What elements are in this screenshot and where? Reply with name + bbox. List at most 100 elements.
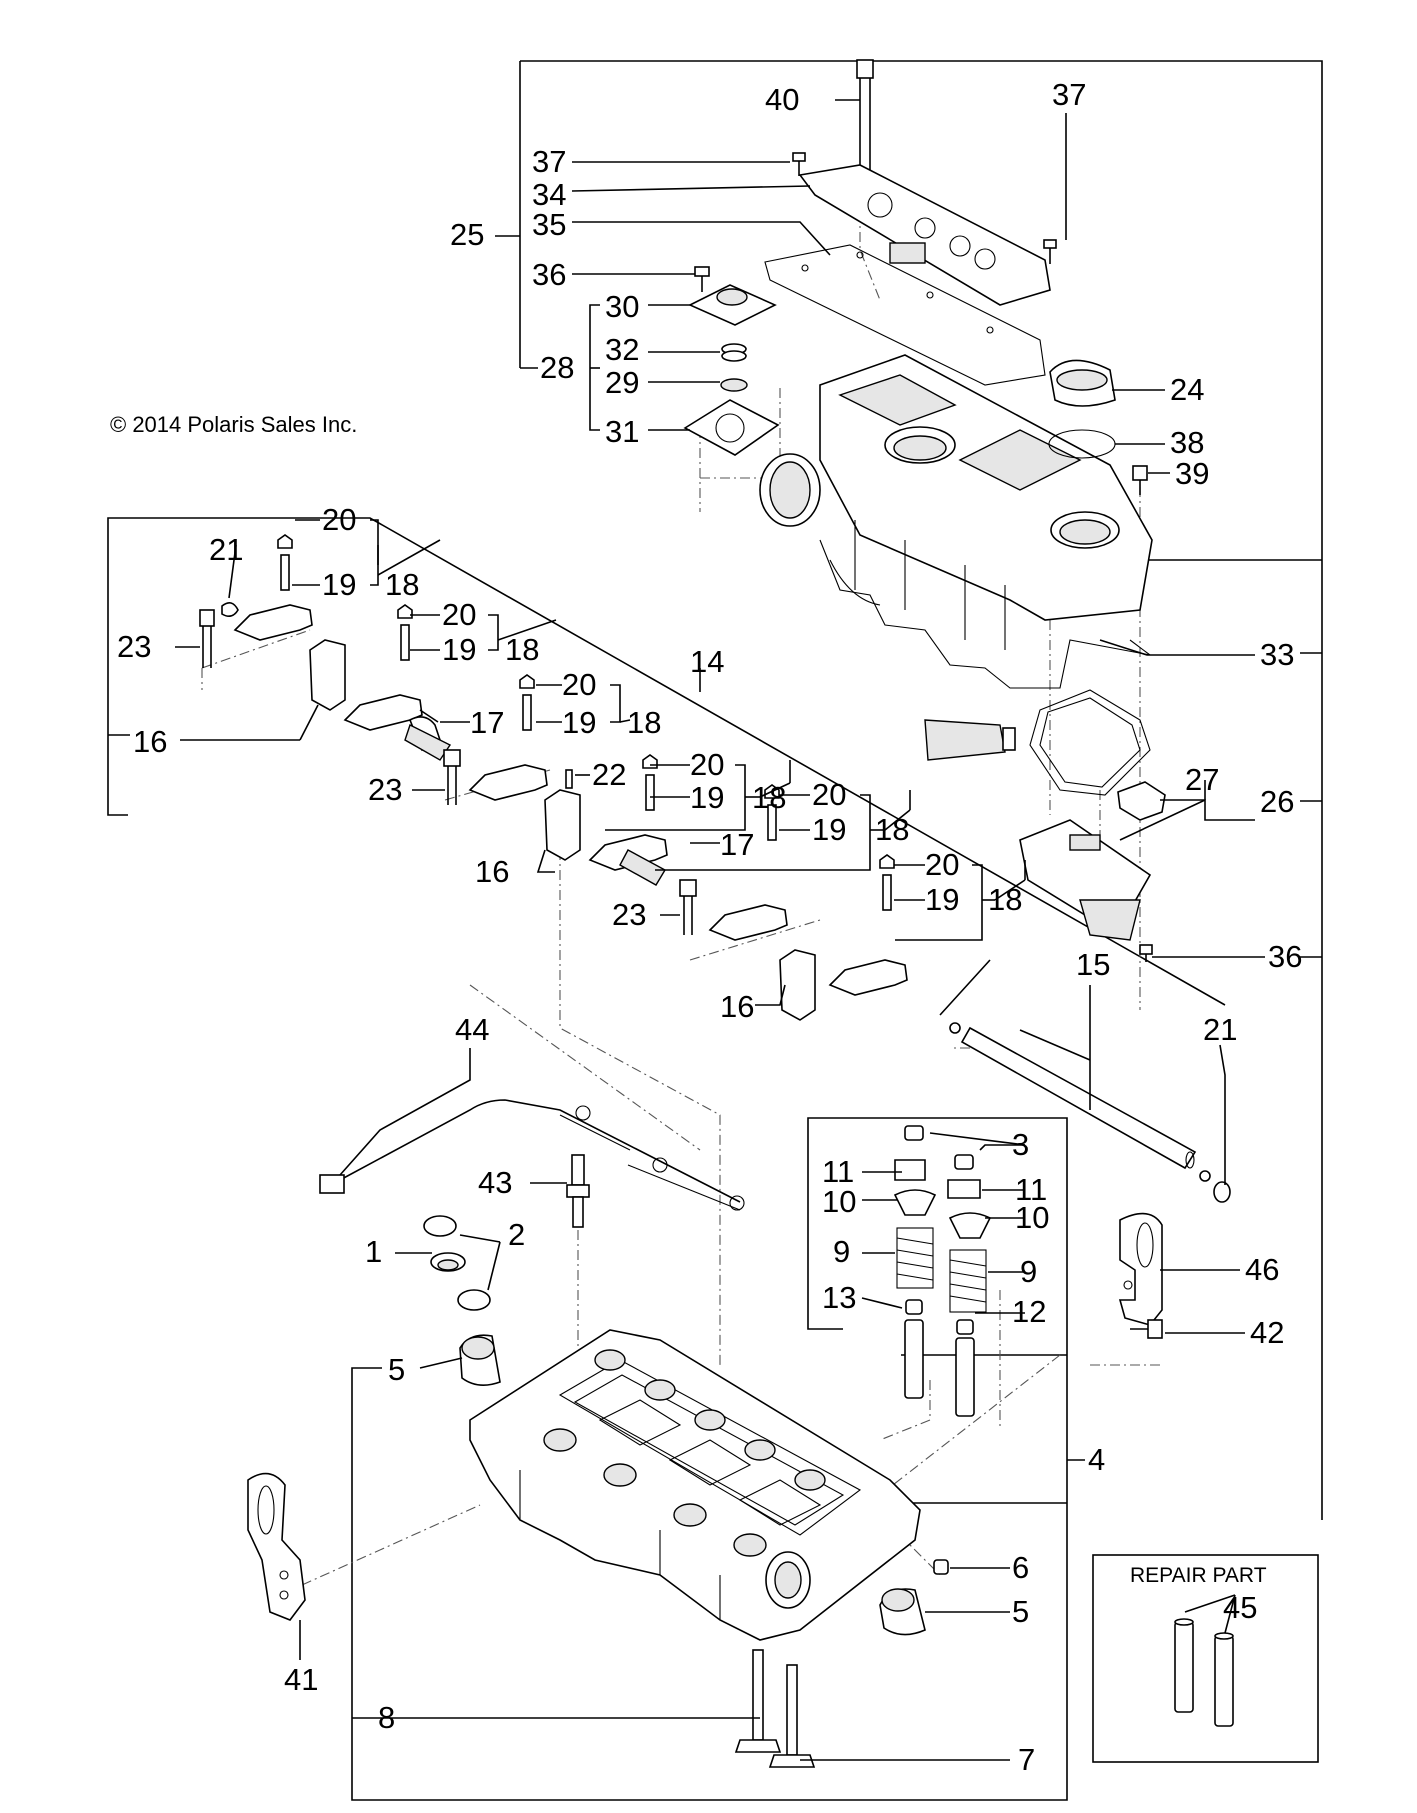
valve-guide-right [955, 1337, 975, 1417]
callout-36-bottom: 36 [1268, 939, 1302, 974]
callout-18-5: 18 [875, 812, 909, 847]
callout-41: 41 [284, 1662, 318, 1697]
repair-part-title: REPAIR PART [1130, 1564, 1267, 1587]
bolt-42 [1130, 1319, 1163, 1339]
callout-23-1: 23 [117, 629, 151, 664]
callout-17-2: 17 [720, 827, 754, 862]
gasket-35 [764, 244, 1046, 386]
callout-33: 33 [1260, 637, 1294, 672]
callout-27: 27 [1185, 762, 1219, 797]
cylinder-head-4 [469, 1329, 921, 1641]
callout-19-5: 19 [812, 812, 846, 847]
callout-18-6: 18 [988, 882, 1022, 917]
callout-31: 31 [605, 414, 639, 449]
oil-filler-cap-24 [1049, 359, 1116, 407]
cylinder-head-frame [351, 1117, 1085, 1801]
callout-2: 2 [508, 1217, 525, 1252]
seal-2-bottom [457, 1289, 491, 1311]
rocker-arm-group-frame [107, 517, 1226, 1006]
sealant-tube [924, 719, 1016, 761]
callout-23-2: 23 [368, 772, 402, 807]
callout-25: 25 [450, 217, 484, 252]
callout-19-1: 19 [322, 567, 356, 602]
diaphragm-29 [720, 378, 748, 392]
rocker-shaft-15 [949, 1022, 1211, 1182]
bolt-39 [1132, 465, 1148, 495]
callout-20-1: 20 [322, 502, 356, 537]
callout-11-right: 11 [1015, 1172, 1047, 1207]
rocker-set-4 [588, 754, 668, 886]
callout-21-right: 21 [1203, 1012, 1237, 1047]
callout-44: 44 [455, 1012, 489, 1047]
callout-22: 22 [592, 757, 626, 792]
rocker-set-5 [679, 784, 788, 941]
callout-8: 8 [378, 1700, 395, 1735]
callout-39: 39 [1175, 456, 1209, 491]
valve-stem-seal-12 [956, 1319, 974, 1335]
valve-guide-repair-1 [1174, 1618, 1194, 1713]
callout-16-1: 16 [133, 724, 167, 759]
seal-1 [430, 1252, 466, 1272]
callout-26: 26 [1260, 784, 1294, 819]
callout-38: 38 [1170, 425, 1204, 460]
inspection-gasket [1029, 689, 1151, 796]
callout-23-3: 23 [612, 897, 646, 932]
callout-40: 40 [765, 82, 799, 117]
callout-36-top: 36 [532, 257, 566, 292]
expansion-plug-5-top [459, 1334, 501, 1386]
callout-19-6: 19 [925, 882, 959, 917]
callout-6: 6 [1012, 1550, 1029, 1585]
callout-12: 12 [1012, 1294, 1046, 1329]
callout-13: 13 [822, 1280, 856, 1315]
valve-7 [768, 1664, 816, 1768]
pad-27 [1117, 781, 1166, 821]
callout-18-4: 18 [752, 780, 786, 815]
valve-spring-9-left [896, 1227, 934, 1289]
glow-plug-43 [566, 1154, 590, 1228]
rocker-set-2 [343, 604, 461, 805]
callout-20-4: 20 [690, 747, 724, 782]
screw-37-right [1043, 239, 1057, 264]
callout-45: 45 [1223, 1590, 1257, 1625]
callout-11-left: 11 [822, 1154, 854, 1189]
valve-guide-repair-2 [1214, 1632, 1234, 1727]
callout-37-left: 37 [532, 144, 566, 179]
spring-32 [721, 343, 747, 362]
callout-20-2: 20 [442, 597, 476, 632]
rocker-set-6 [779, 854, 908, 1021]
callout-19-2: 19 [442, 632, 476, 667]
callout-19-3: 19 [562, 705, 596, 740]
spring-retainer-10-left [893, 1189, 937, 1216]
valve-cap-3-left [904, 1125, 924, 1141]
callout-20-5: 20 [812, 777, 846, 812]
screw-36-top [694, 266, 710, 292]
valve-cap-3-right [954, 1154, 974, 1170]
valve-8 [734, 1649, 782, 1753]
valve-keeper-11-left [894, 1159, 926, 1181]
plug-6 [933, 1559, 949, 1575]
leader-lines [175, 99, 1265, 1761]
callout-21-left: 21 [209, 532, 243, 567]
callout-10-left: 10 [822, 1184, 856, 1219]
callout-3: 3 [1012, 1127, 1029, 1162]
valve-spring-9-right [949, 1249, 987, 1313]
callout-34: 34 [532, 177, 566, 212]
separator-plate-26 [1019, 819, 1152, 941]
callout-10-right: 10 [1015, 1200, 1049, 1235]
callout-5-bottom: 5 [1012, 1594, 1029, 1629]
callout-24: 24 [1170, 372, 1204, 407]
callout-28: 28 [540, 350, 574, 385]
callout-16-3: 16 [720, 989, 754, 1024]
breather-cover-30 [688, 284, 777, 326]
valve-cover-group-frame [495, 60, 1323, 1520]
breather-base-31 [683, 399, 780, 456]
expansion-plug-5-bottom [879, 1588, 926, 1636]
glow-plug-harness-44 [319, 1099, 745, 1211]
callout-9-left: 9 [833, 1234, 850, 1269]
callout-42: 42 [1250, 1315, 1284, 1350]
copyright-notice: © 2014 Polaris Sales Inc. [110, 412, 357, 437]
valve-stem-seal-13 [905, 1299, 923, 1315]
lifting-bracket-41 [247, 1472, 306, 1621]
callout-30: 30 [605, 289, 639, 324]
